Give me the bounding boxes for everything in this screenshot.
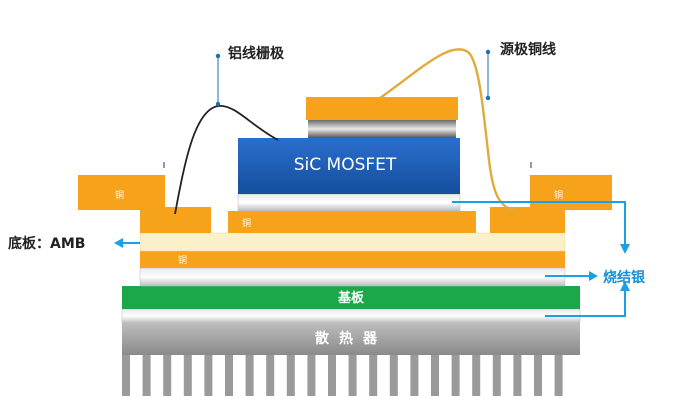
amb-top-copper-label: 铜 (242, 217, 251, 229)
al-wire-label: 铝线栅极 (228, 45, 285, 62)
heatsink-fin (534, 355, 542, 396)
left-copper-label: 铜 (115, 189, 124, 201)
al-wire-callout (215, 53, 221, 107)
amb-bottom-copper-label: 铜 (178, 254, 187, 266)
heatsink-fin (492, 355, 501, 396)
source-wire (379, 48, 516, 212)
gate-wire (174, 105, 279, 215)
arrow-head-up (620, 281, 630, 291)
heatsink-fin (163, 355, 172, 396)
right-copper-label: 铜 (554, 189, 563, 201)
sintered-silver-layer-bottom (121, 308, 581, 324)
heatsink-fin (410, 355, 419, 396)
cu-wire-label: 源极铜线 (500, 41, 556, 58)
substrate-label: 底板：AMB (8, 235, 85, 252)
amb-ceramic (139, 232, 566, 252)
heatsink-fin (348, 355, 357, 396)
heatsink-fin (204, 355, 213, 396)
heatsink-fins (122, 355, 563, 396)
arrow-head-down (620, 244, 630, 254)
heatsink-fin (451, 355, 460, 396)
heatsink-fin (225, 355, 233, 396)
amb-bottom-copper (140, 251, 565, 268)
heatsink-fin (286, 355, 295, 396)
amb-top-copper (228, 211, 476, 233)
sic-mosfet-chip (238, 138, 460, 194)
sintered-silver-arrows (452, 201, 626, 317)
baseplate-label: 基板 (337, 290, 365, 306)
tick-mark (530, 162, 532, 168)
heatsink-fin (122, 355, 130, 396)
sintered-silver-label: 烧结银 (603, 269, 646, 286)
tick-mark (163, 162, 165, 168)
baseplate (122, 286, 580, 309)
heatsink-fin (142, 355, 151, 396)
heatsink-fin (389, 355, 398, 396)
sintered-silver-layer-middle (139, 267, 566, 287)
heatsink-fin (513, 355, 522, 396)
heatsink-label: 散热器 (315, 330, 387, 347)
sintered-silver-above-chip (308, 120, 456, 138)
right-copper-terminal (490, 175, 612, 233)
chip-label: SiC MOSFET (294, 155, 397, 175)
arrow-head-right (589, 271, 598, 281)
heatsink (122, 323, 580, 396)
heatsink-fin (328, 355, 336, 396)
heatsink-fin (245, 355, 254, 396)
sintered-silver-under-chip (237, 193, 461, 212)
heatsink-fin (369, 355, 378, 396)
left-copper-terminal (78, 175, 211, 233)
heatsink-fin (183, 355, 192, 396)
cu-wire-callout (485, 49, 491, 101)
heatsink-fin (554, 355, 563, 396)
top-copper-foil (306, 97, 458, 120)
heatsink-fin (472, 355, 481, 396)
heatsink-fin (307, 355, 316, 396)
heatsink-fin (431, 355, 439, 396)
heatsink-fin (266, 355, 275, 396)
substrate-arrow (114, 238, 140, 248)
